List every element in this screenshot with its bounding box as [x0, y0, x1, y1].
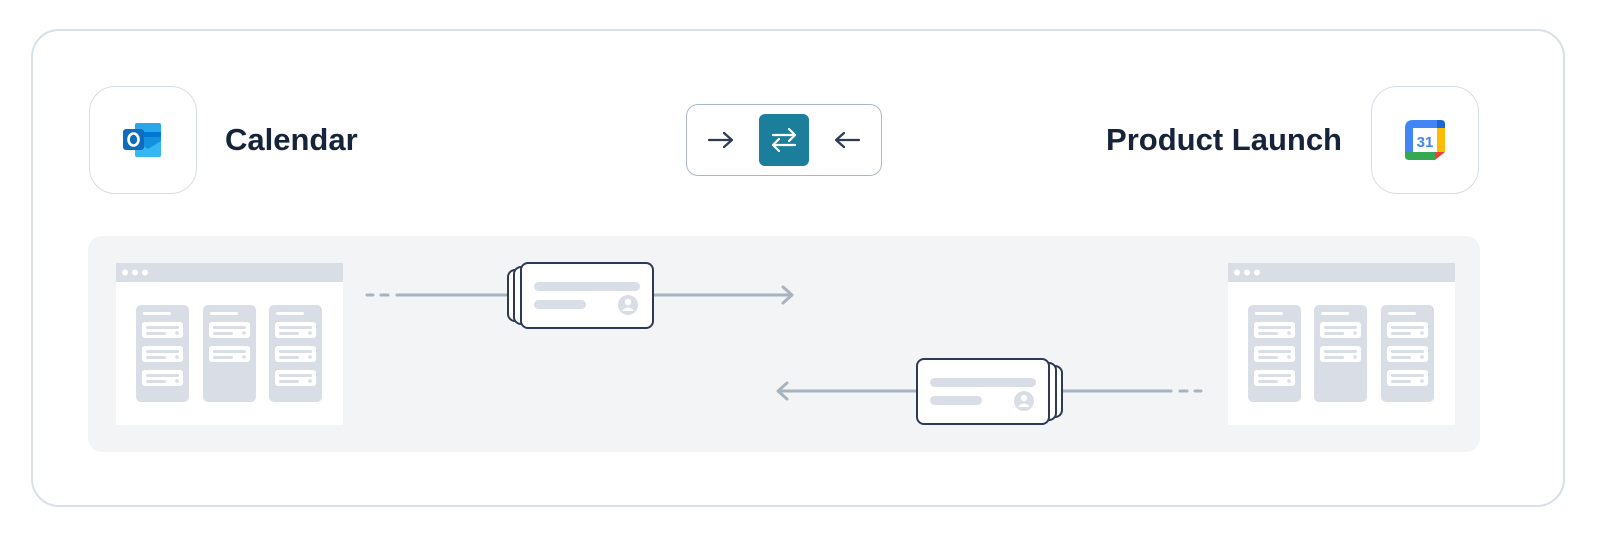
left-app-title: Calendar — [225, 122, 358, 157]
arrow-left-icon — [834, 131, 861, 149]
outlook-icon — [123, 123, 161, 157]
outbound-flow — [365, 262, 794, 329]
two-way-sync-button[interactable] — [759, 114, 809, 166]
google-calendar-icon: 31 — [1405, 120, 1445, 160]
synced-event-card-inbound — [916, 358, 1063, 425]
one-way-left-button[interactable] — [822, 114, 872, 166]
right-app-title: Product Launch — [1106, 122, 1342, 157]
right-board-window — [1228, 263, 1455, 425]
google-calendar-app-tile[interactable]: 31 — [1371, 86, 1479, 194]
left-board-window — [116, 263, 343, 425]
calendar-day-badge: 31 — [1417, 134, 1434, 151]
sync-direction-toggle — [686, 104, 882, 176]
inbound-flow — [776, 358, 1203, 425]
synced-event-card-outbound — [507, 262, 654, 329]
bidirectional-arrows-icon — [771, 127, 797, 153]
one-way-right-button[interactable] — [696, 114, 746, 166]
outlook-app-tile[interactable] — [89, 86, 197, 194]
arrow-right-icon — [707, 131, 734, 149]
